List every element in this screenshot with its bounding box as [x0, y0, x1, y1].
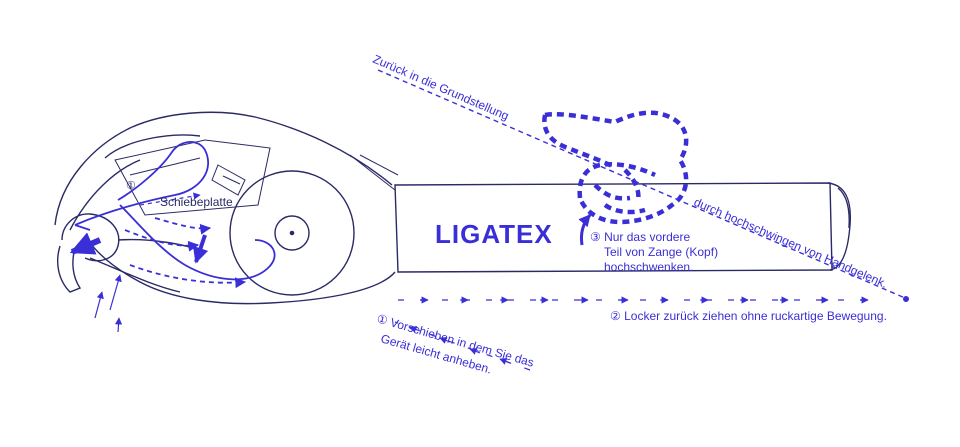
band-path — [74, 141, 276, 289]
step2-label: ② Locker zurück ziehen ohne ruckartige B… — [610, 309, 887, 323]
reset-line-end-dot — [903, 296, 909, 302]
brand-label: LIGATEX — [435, 219, 553, 249]
step1-arrow-row — [394, 321, 531, 371]
feed-arrows — [69, 192, 209, 333]
step3-line3: hochschwenken. — [604, 260, 693, 274]
device-handle — [394, 182, 852, 273]
reset-dashed-line — [377, 69, 906, 299]
step3-line1: ③ Nur das vordere — [590, 230, 690, 244]
reset-label: Zurück in die Grundstellung — [371, 52, 511, 123]
swing-label: durch hochschwingen von Handgelenk. — [692, 195, 890, 291]
step3-line2: Teil von Zange (Kopf) — [604, 245, 718, 259]
plate-label: Schiebeplatte — [160, 195, 233, 209]
marker-one-label: ① — [126, 180, 136, 192]
hand-outline — [542, 110, 689, 225]
swing-up-arrow — [578, 214, 592, 246]
device-head — [54, 111, 399, 305]
